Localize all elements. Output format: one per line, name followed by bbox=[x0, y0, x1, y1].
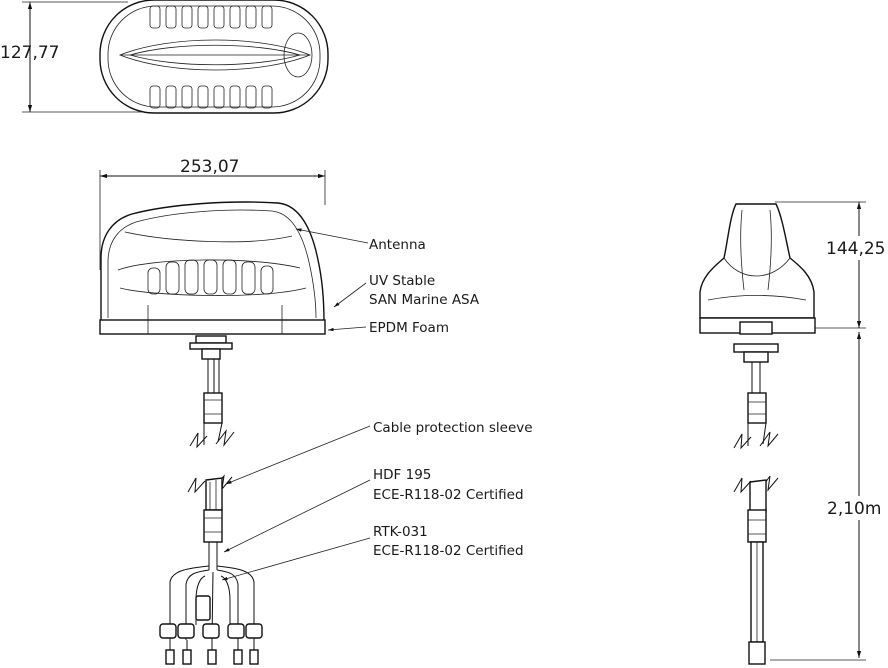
side-cable-sleeve-lower bbox=[747, 509, 767, 543]
side-view: 144,25 2,10m bbox=[699, 201, 888, 665]
front-view: 253,07 bbox=[99, 157, 326, 665]
side-cable-sleeve-upper bbox=[747, 392, 767, 424]
callout-epdm-foam: EPDM Foam bbox=[369, 320, 449, 336]
cable-fanout bbox=[159, 565, 263, 665]
callout-hdf-cert: ECE-R118-02 Certified bbox=[373, 487, 524, 503]
callout-rtk: RTK-031 bbox=[373, 524, 428, 540]
callout-cable-sleeve: Cable protection sleeve bbox=[373, 420, 533, 436]
top-view: 127,77 bbox=[0, 0, 329, 114]
antenna-housing bbox=[100, 201, 325, 323]
front-width-dimension: 253,07 bbox=[180, 157, 239, 177]
callout-hdf: HDF 195 bbox=[373, 467, 431, 483]
side-housing bbox=[699, 203, 815, 319]
top-vent-slots bbox=[149, 5, 273, 109]
mount-nut bbox=[195, 335, 227, 344]
callouts: Antenna UV Stable SAN Marine ASA EPDM Fo… bbox=[221, 228, 533, 581]
side-height-dimension: 144,25 bbox=[826, 239, 885, 259]
callout-rtk-cert: ECE-R118-02 Certified bbox=[373, 543, 524, 559]
top-height-dimension: 127,77 bbox=[0, 43, 59, 63]
callout-uv-stable: UV Stable bbox=[369, 273, 435, 289]
front-vent-slots bbox=[147, 259, 274, 295]
callout-antenna: Antenna bbox=[369, 237, 426, 253]
cable-sleeve-lower bbox=[203, 509, 223, 543]
cable-sleeve-upper bbox=[203, 392, 223, 424]
callout-san-marine: SAN Marine ASA bbox=[369, 292, 480, 308]
cable-length-dimension: 2,10m bbox=[827, 499, 881, 519]
foam-gasket bbox=[99, 319, 326, 335]
